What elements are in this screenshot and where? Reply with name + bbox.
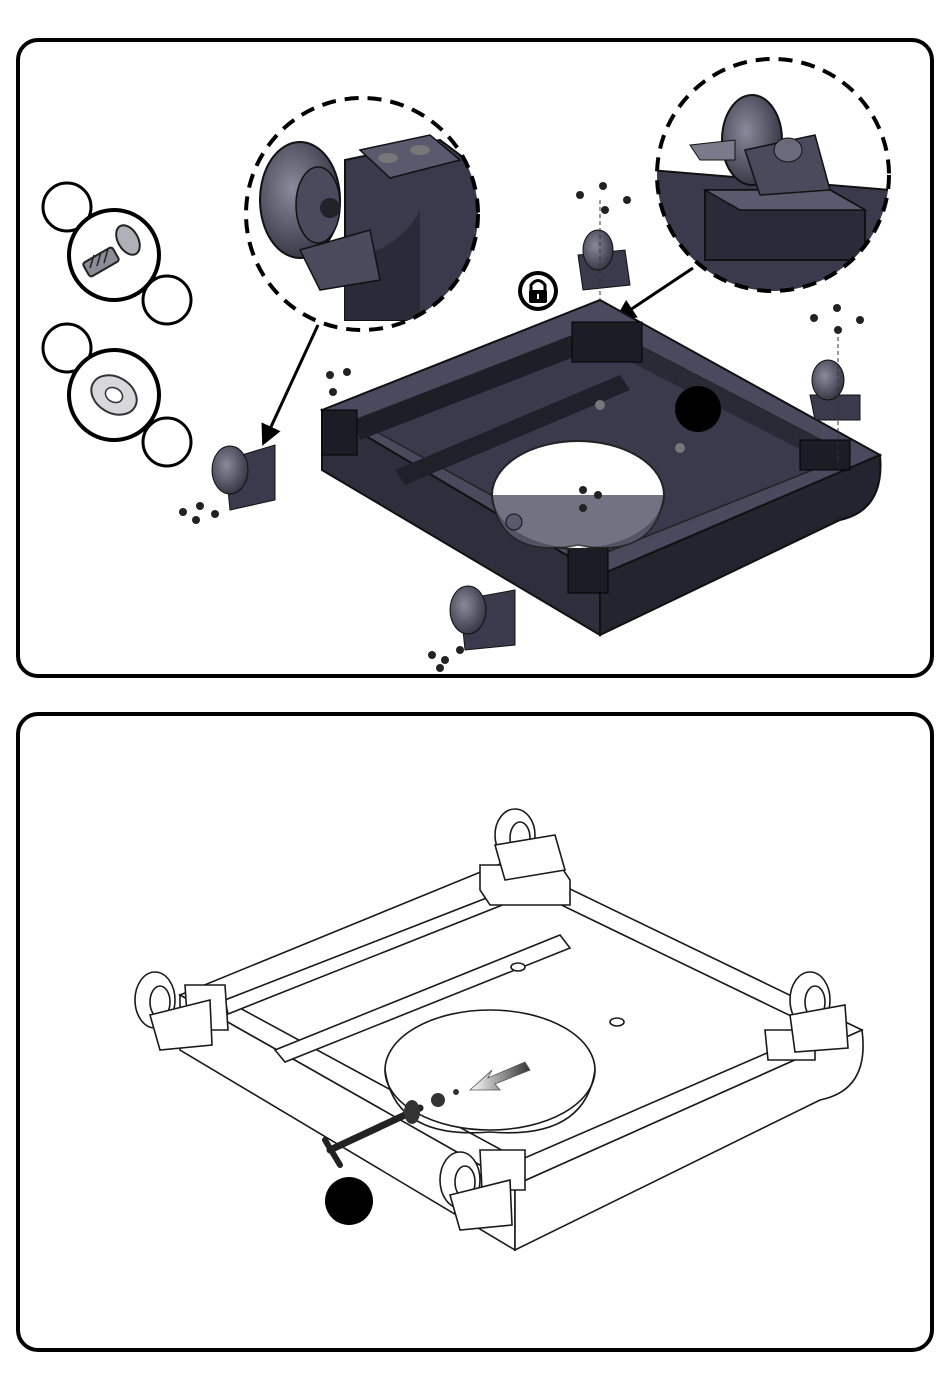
washer-legend	[43, 324, 191, 466]
caster-outline-top	[495, 809, 565, 880]
caster-outline-right	[790, 972, 848, 1052]
step-marker-1	[675, 386, 721, 432]
caster-detail-zoom-right	[650, 55, 900, 300]
caster-outline-left	[135, 972, 212, 1050]
caster-left	[212, 445, 275, 510]
padlock-icon	[518, 271, 558, 311]
screw-set-front	[428, 646, 464, 672]
zoom-leader-arrow-right	[618, 268, 693, 318]
step-marker-2	[325, 1177, 373, 1225]
base-frame-outline	[180, 860, 863, 1250]
zoom-leader-arrow-left	[264, 325, 318, 442]
base-frame-dark	[322, 300, 881, 635]
caster-detail-zoom-left	[240, 95, 490, 335]
caster-front	[450, 586, 515, 650]
caster-top	[578, 230, 630, 290]
hardware-legend	[43, 183, 191, 466]
screw-legend	[43, 183, 191, 324]
caster-right	[810, 360, 860, 420]
